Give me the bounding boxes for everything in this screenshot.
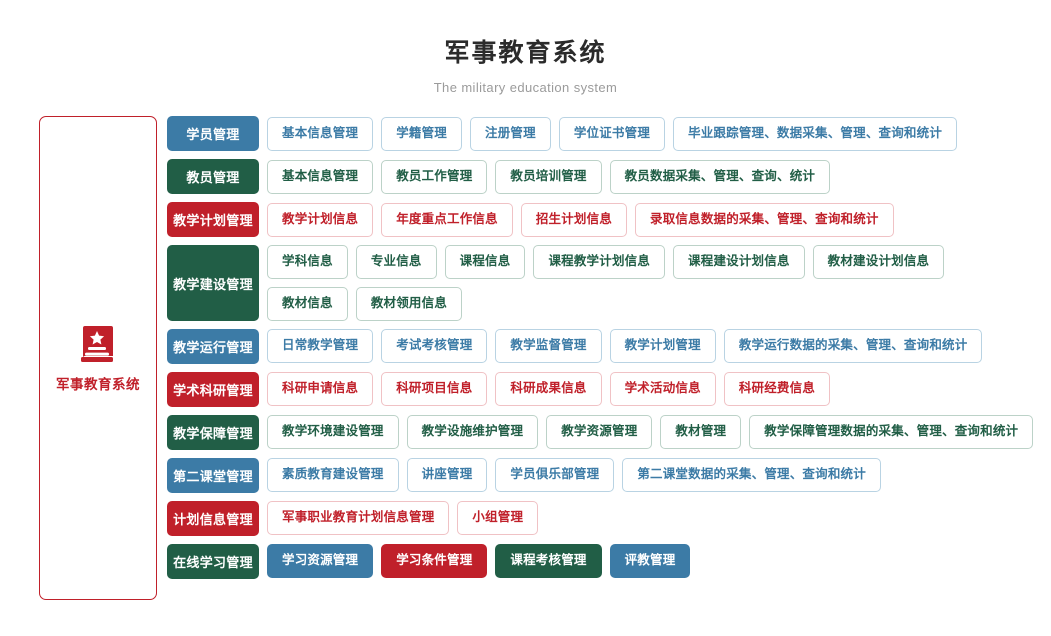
module-row: 计划信息管理军事职业教育计划信息管理小组管理 [167, 500, 1033, 536]
submodule-group: 教学环境建设管理教学设施维护管理教学资源管理教材管理教学保障管理数据的采集、管理… [267, 415, 1034, 450]
submodule-button[interactable]: 评教管理 [609, 544, 691, 579]
module-row: 教学运行管理日常教学管理考试考核管理教学监督管理教学计划管理教学运行数据的采集、… [167, 328, 1033, 364]
module-row: 在线学习管理学习资源管理学习条件管理课程考核管理评教管理 [167, 543, 1033, 579]
submodule-button[interactable]: 考试考核管理 [381, 329, 488, 364]
submodule-button[interactable]: 学习资源管理 [267, 544, 374, 579]
submodule-button[interactable]: 小组管理 [457, 501, 539, 536]
submodule-group: 科研申请信息科研项目信息科研成果信息学术活动信息科研经费信息 [267, 372, 1033, 407]
module-row: 学员管理基本信息管理学籍管理注册管理学位证书管理毕业跟踪管理、数据采集、管理、查… [167, 116, 1033, 152]
category-button[interactable]: 教学保障管理 [167, 414, 259, 450]
submodule-button[interactable]: 教员工作管理 [381, 159, 488, 194]
system-brand-card[interactable]: 军事教育系统 [39, 116, 157, 601]
module-row: 教学保障管理教学环境建设管理教学设施维护管理教学资源管理教材管理教学保障管理数据… [167, 414, 1034, 450]
submodule-group: 学习资源管理学习条件管理课程考核管理评教管理 [267, 544, 1033, 579]
submodule-button[interactable]: 学员俱乐部管理 [495, 458, 615, 493]
category-button[interactable]: 学员管理 [167, 116, 259, 152]
submodule-button[interactable]: 科研成果信息 [495, 372, 602, 407]
category-button[interactable]: 第二课堂管理 [167, 457, 259, 493]
category-button[interactable]: 教学计划管理 [167, 202, 259, 238]
submodule-button[interactable]: 课程信息 [444, 245, 526, 279]
submodule-button[interactable]: 招生计划信息 [520, 202, 628, 237]
submodule-button[interactable]: 教材管理 [660, 415, 742, 450]
module-row: 教学计划管理教学计划信息年度重点工作信息招生计划信息录取信息数据的采集、管理、查… [167, 202, 1033, 238]
submodule-row: 军事职业教育计划信息管理小组管理 [267, 501, 1033, 536]
submodule-button[interactable]: 教员培训管理 [495, 159, 602, 194]
submodule-button[interactable]: 科研申请信息 [267, 372, 374, 407]
category-button[interactable]: 教学建设管理 [167, 245, 259, 321]
module-rows: 学员管理基本信息管理学籍管理注册管理学位证书管理毕业跟踪管理、数据采集、管理、查… [167, 116, 1034, 600]
submodule-button[interactable]: 教员数据采集、管理、查询、统计 [609, 159, 831, 194]
submodule-button[interactable]: 教学设施维护管理 [406, 415, 539, 450]
submodule-row: 日常教学管理考试考核管理教学监督管理教学计划管理教学运行数据的采集、管理、查询和… [267, 329, 1033, 364]
category-button[interactable]: 教员管理 [167, 159, 259, 195]
submodule-group: 基本信息管理教员工作管理教员培训管理教员数据采集、管理、查询、统计 [267, 159, 1033, 194]
submodule-row: 教学环境建设管理教学设施维护管理教学资源管理教材管理教学保障管理数据的采集、管理… [267, 415, 1034, 450]
submodule-button[interactable]: 素质教育建设管理 [267, 458, 399, 493]
submodule-group: 学科信息专业信息课程信息课程教学计划信息课程建设计划信息教材建设计划信息教材信息… [267, 245, 1033, 321]
submodule-button[interactable]: 教学计划管理 [609, 329, 716, 364]
content-area: 军事教育系统 学员管理基本信息管理学籍管理注册管理学位证书管理毕业跟踪管理、数据… [0, 95, 1051, 601]
category-button[interactable]: 计划信息管理 [167, 500, 259, 536]
submodule-button[interactable]: 录取信息数据的采集、管理、查询和统计 [635, 202, 894, 237]
submodule-button[interactable]: 教材信息 [267, 287, 348, 321]
module-row: 学术科研管理科研申请信息科研项目信息科研成果信息学术活动信息科研经费信息 [167, 371, 1033, 407]
category-button[interactable]: 在线学习管理 [167, 543, 259, 579]
submodule-button[interactable]: 课程考核管理 [495, 544, 602, 579]
module-row: 教员管理基本信息管理教员工作管理教员培训管理教员数据采集、管理、查询、统计 [167, 159, 1033, 195]
submodule-group: 日常教学管理考试考核管理教学监督管理教学计划管理教学运行数据的采集、管理、查询和… [267, 329, 1033, 364]
submodule-button[interactable]: 学籍管理 [381, 116, 463, 151]
submodule-row: 基本信息管理学籍管理注册管理学位证书管理毕业跟踪管理、数据采集、管理、查询和统计 [267, 116, 1033, 151]
book-star-icon [79, 324, 117, 364]
submodule-button[interactable]: 学位证书管理 [558, 116, 666, 151]
submodule-row: 学习资源管理学习条件管理课程考核管理评教管理 [267, 544, 1033, 579]
submodule-button[interactable]: 科研经费信息 [723, 372, 831, 407]
submodule-group: 基本信息管理学籍管理注册管理学位证书管理毕业跟踪管理、数据采集、管理、查询和统计 [267, 116, 1033, 151]
submodule-group: 素质教育建设管理讲座管理学员俱乐部管理第二课堂数据的采集、管理、查询和统计 [267, 458, 1033, 493]
submodule-button[interactable]: 注册管理 [470, 116, 551, 151]
submodule-group: 教学计划信息年度重点工作信息招生计划信息录取信息数据的采集、管理、查询和统计 [267, 202, 1033, 237]
submodule-button[interactable]: 军事职业教育计划信息管理 [267, 501, 450, 536]
submodule-button[interactable]: 教学计划信息 [267, 202, 374, 237]
submodule-button[interactable]: 第二课堂数据的采集、管理、查询和统计 [622, 458, 881, 493]
submodule-button[interactable]: 学习条件管理 [381, 544, 488, 579]
page-title: 军事教育系统 [444, 39, 607, 67]
submodule-row: 学科信息专业信息课程信息课程教学计划信息课程建设计划信息教材建设计划信息 [267, 245, 1033, 279]
submodule-button[interactable]: 科研项目信息 [381, 372, 488, 407]
submodule-button[interactable]: 学科信息 [267, 245, 348, 279]
submodule-button[interactable]: 学术活动信息 [609, 372, 716, 407]
submodule-button[interactable]: 教学保障管理数据的采集、管理、查询和统计 [749, 415, 1034, 450]
submodule-button[interactable]: 教材建设计划信息 [812, 245, 945, 279]
module-row: 教学建设管理学科信息专业信息课程信息课程教学计划信息课程建设计划信息教材建设计划… [167, 245, 1033, 321]
module-row: 第二课堂管理素质教育建设管理讲座管理学员俱乐部管理第二课堂数据的采集、管理、查询… [167, 457, 1033, 493]
submodule-row: 基本信息管理教员工作管理教员培训管理教员数据采集、管理、查询、统计 [267, 159, 1033, 194]
system-brand-label: 军事教育系统 [56, 376, 140, 392]
submodule-button[interactable]: 教学监督管理 [495, 329, 602, 364]
submodule-button[interactable]: 基本信息管理 [267, 159, 374, 194]
submodule-button[interactable]: 讲座管理 [406, 458, 488, 493]
submodule-button[interactable]: 日常教学管理 [267, 329, 374, 364]
submodule-row: 教材信息教材领用信息 [267, 287, 1033, 321]
submodule-row: 素质教育建设管理讲座管理学员俱乐部管理第二课堂数据的采集、管理、查询和统计 [267, 458, 1033, 493]
submodule-button[interactable]: 教学运行数据的采集、管理、查询和统计 [723, 329, 983, 364]
submodule-button[interactable]: 基本信息管理 [267, 116, 374, 151]
submodule-button[interactable]: 专业信息 [355, 245, 437, 279]
submodule-button[interactable]: 年度重点工作信息 [381, 202, 513, 237]
submodule-row: 教学计划信息年度重点工作信息招生计划信息录取信息数据的采集、管理、查询和统计 [267, 202, 1033, 237]
submodule-button[interactable]: 毕业跟踪管理、数据采集、管理、查询和统计 [673, 116, 958, 151]
category-button[interactable]: 教学运行管理 [167, 328, 259, 364]
submodule-button[interactable]: 教材领用信息 [355, 287, 463, 321]
submodule-button[interactable]: 教学环境建设管理 [267, 415, 399, 450]
submodule-button[interactable]: 课程教学计划信息 [533, 245, 666, 279]
category-button[interactable]: 学术科研管理 [167, 371, 259, 407]
submodule-button[interactable]: 课程建设计划信息 [673, 245, 805, 279]
submodule-group: 军事职业教育计划信息管理小组管理 [267, 501, 1033, 536]
submodule-row: 科研申请信息科研项目信息科研成果信息学术活动信息科研经费信息 [267, 372, 1033, 407]
submodule-button[interactable]: 教学资源管理 [546, 415, 653, 450]
page-header: 军事教育系统 The military education system [0, 0, 1051, 95]
page-subtitle: The military education system [433, 80, 618, 96]
